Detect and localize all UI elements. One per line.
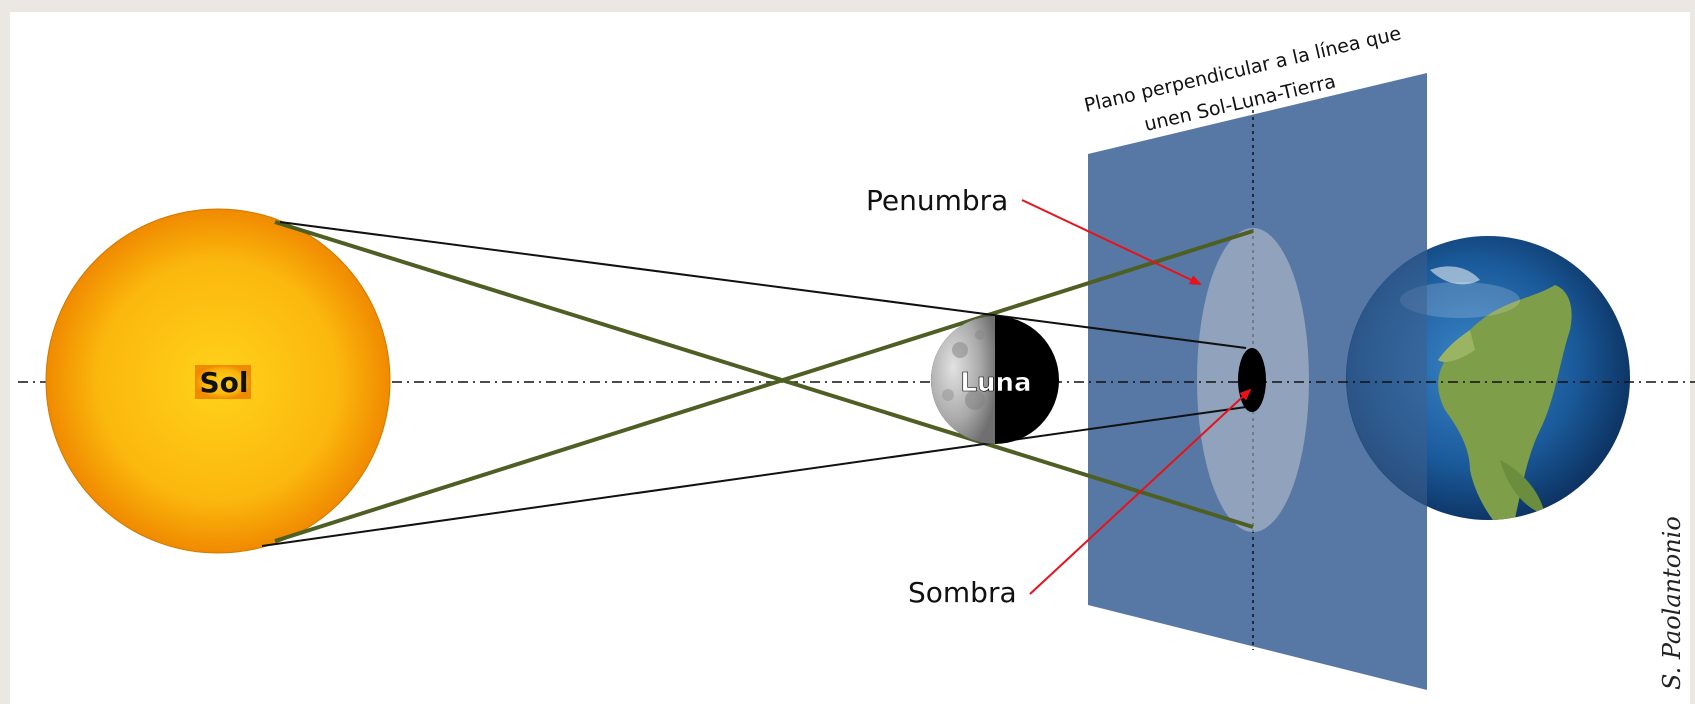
penumbra-pointer-arrow: [1021, 199, 1202, 285]
shadow-pointer-arrow: [1029, 388, 1252, 595]
earth-icon: [1346, 236, 1630, 520]
moon-label: Luna: [960, 368, 1031, 398]
penumbra-line-upper: [274, 220, 1254, 529]
author-credit: S. Paolantonio: [1658, 516, 1686, 690]
penumbra-line-lower: [274, 229, 1254, 543]
umbra-line-upper: [279, 221, 1247, 349]
umbra-region: [1238, 348, 1266, 412]
sun-label: Sol: [200, 366, 249, 399]
sun-label-backdrop: [195, 365, 251, 399]
shadow-label: Sombra: [908, 576, 1017, 609]
penumbra-label: Penumbra: [866, 184, 1008, 217]
umbra-line-lower: [261, 406, 1247, 547]
